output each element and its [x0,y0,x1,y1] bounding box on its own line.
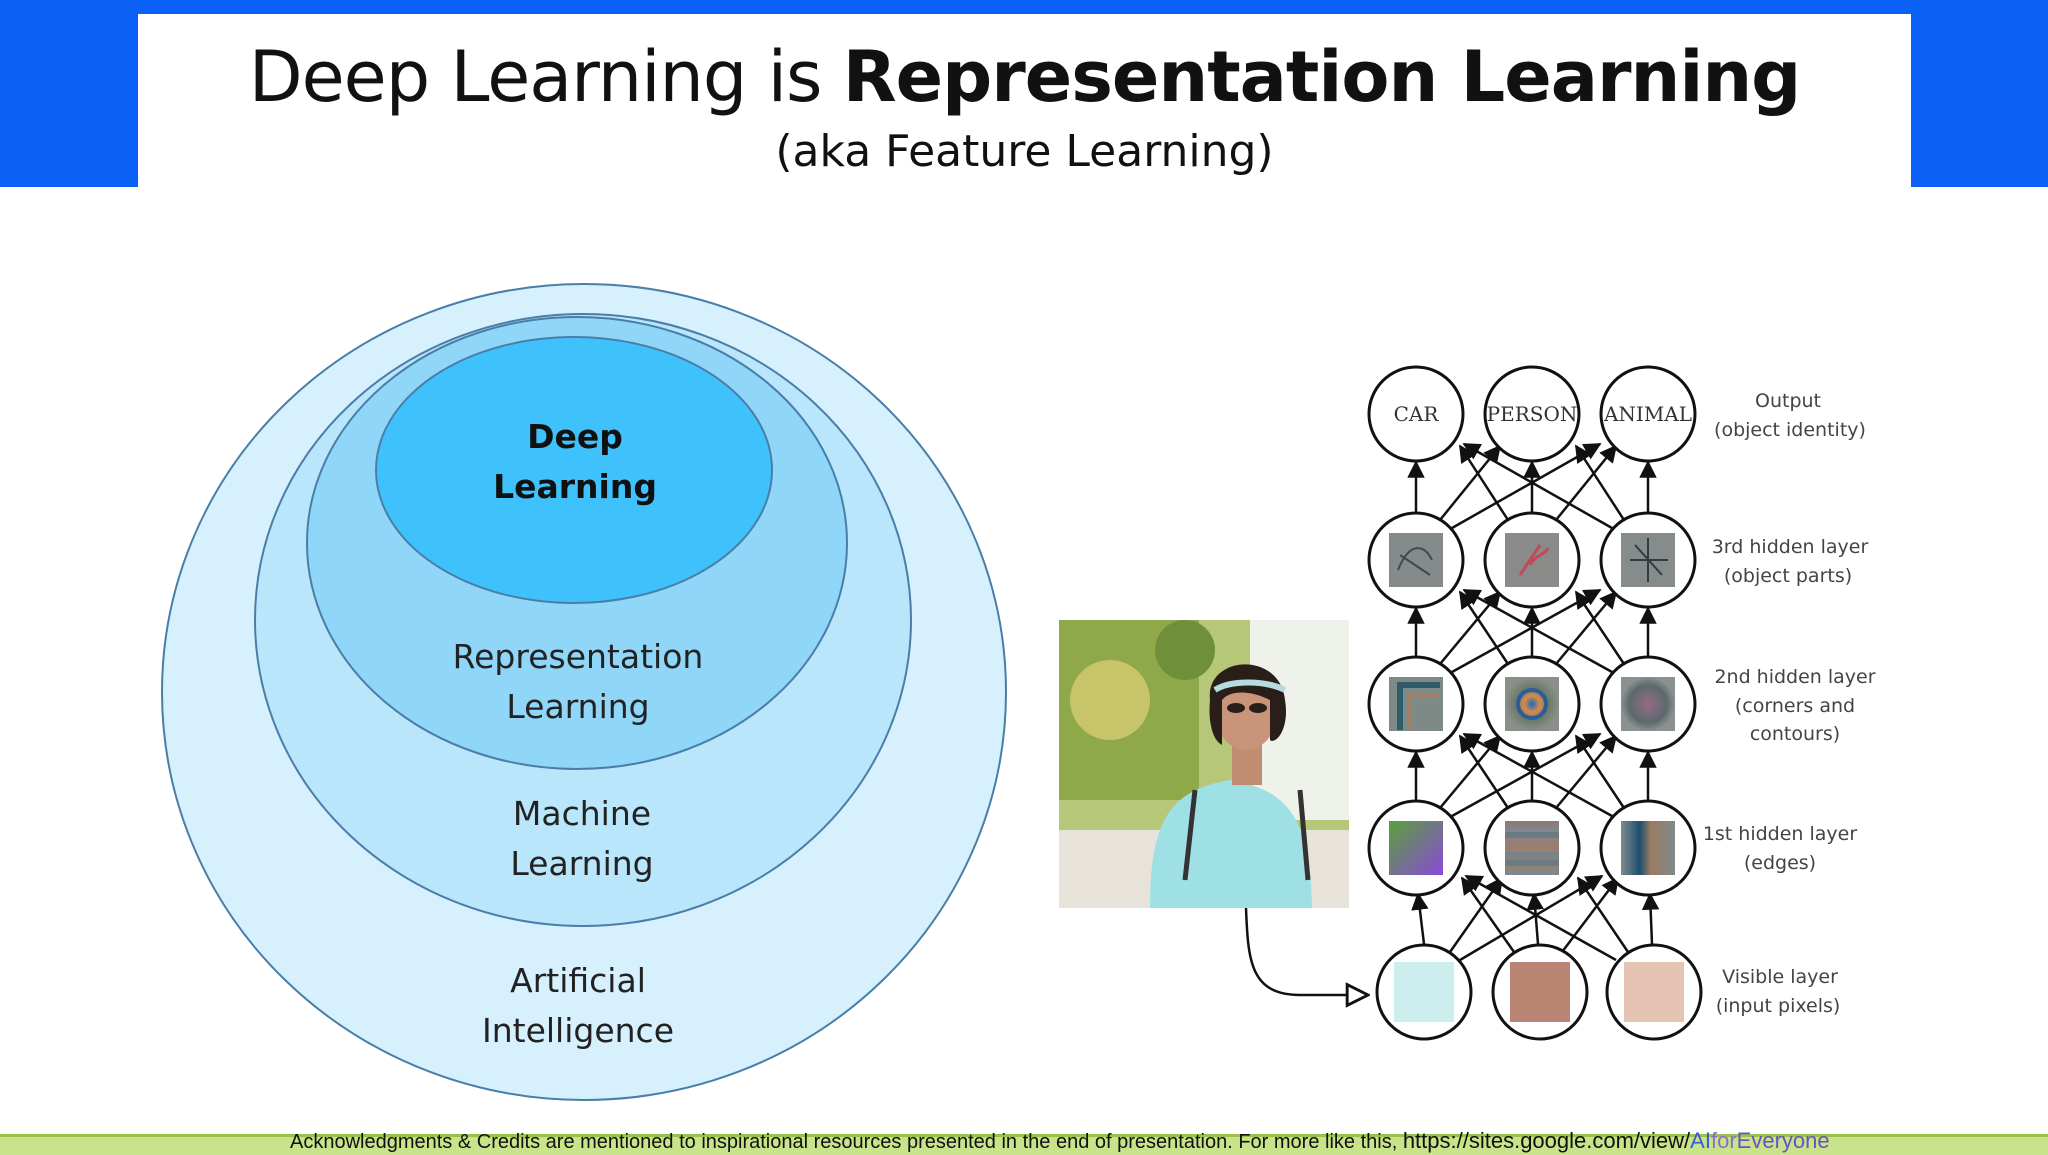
connections [1407,442,1660,962]
hidden-layer-1 [1367,799,1697,897]
output-node-person: PERSON [1487,402,1578,426]
header-band-right [1911,0,2048,187]
label-visible-1: Visible layer [1722,966,1838,988]
title-box: Deep Learning is Representation Learning… [138,14,1911,187]
footer-credits-text: Acknowledgments & Credits are mentioned … [290,1131,1403,1153]
label-hidden2-2: (corners and [1735,695,1855,717]
footer-url-main: https://sites.google.com/view/ [1402,1128,1691,1153]
input-photo [1059,620,1349,908]
title-plain: Deep Learning is [248,36,843,118]
hidden-layer-2 [1367,655,1697,753]
ml-label-2: Learning [510,844,653,883]
footer-bar: Acknowledgments & Credits are mentioned … [0,1128,2048,1155]
input-arrow [1244,907,1368,995]
label-hidden2-3: contours) [1750,723,1840,745]
footer-url-ai: AI [1690,1128,1711,1153]
deep-label-1: Deep [527,417,623,456]
footer-credits: Acknowledgments & Credits are mentioned … [290,1128,1830,1154]
slide-title: Deep Learning is Representation Learning [138,36,1911,118]
title-bold: Representation Learning [842,36,1802,118]
label-output-2: (object identity) [1714,419,1866,441]
ml-label-1: Machine [513,794,651,833]
label-hidden3-2: (object parts) [1724,565,1852,587]
ai-label-2: Intelligence [482,1011,674,1050]
label-hidden3-1: 3rd hidden layer [1712,536,1869,558]
footer-url-for: for [1710,1128,1737,1153]
label-output-1: Output [1755,390,1821,412]
repr-label-2: Learning [506,687,649,726]
deep-label-2: Learning [493,467,657,506]
label-hidden1-1: 1st hidden layer [1703,823,1858,845]
pixel-swatch-2 [1510,962,1570,1022]
output-layer: CAR PERSON ANIMAL [1367,365,1697,463]
repr-label-1: Representation [453,637,704,676]
layer-labels: Output (object identity) 3rd hidden laye… [1703,390,1876,1017]
label-hidden2-1: 2nd hidden layer [1714,666,1875,688]
footer-link[interactable]: https://sites.google.com/view/AIforEvery… [1403,1128,1830,1153]
deep-learning-circle [375,336,773,604]
label-visible-2: (input pixels) [1716,995,1841,1017]
ai-label-1: Artificial [510,961,646,1000]
output-node-animal: ANIMAL [1603,402,1692,426]
pixel-swatch-3 [1624,962,1684,1022]
slide-subtitle: (aka Feature Learning) [775,126,1274,177]
pixel-swatch-1 [1394,962,1454,1022]
visible-layer [1375,943,1703,1041]
label-hidden1-2: (edges) [1744,852,1816,874]
output-node-car: CAR [1394,402,1440,426]
footer-url-everyone: Everyone [1736,1128,1830,1153]
hidden-layer-3 [1367,511,1697,609]
